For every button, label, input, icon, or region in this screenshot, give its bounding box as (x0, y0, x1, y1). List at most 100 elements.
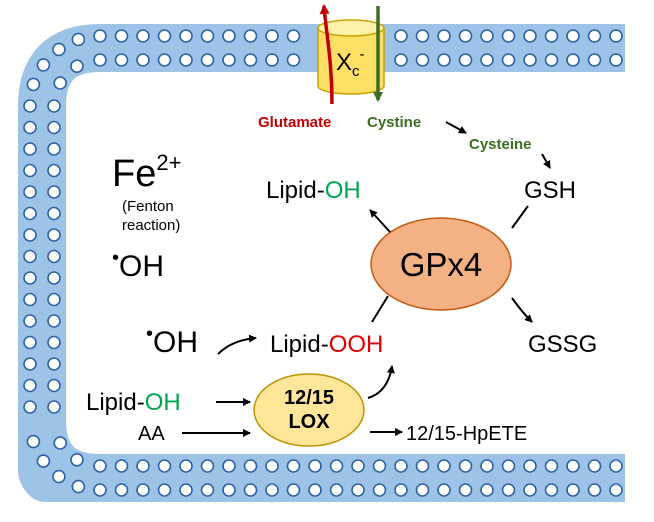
lipid-head-bead (53, 436, 68, 450)
cystine-to-cysteine-arrow (445, 121, 467, 134)
hpete-label: 12/15-HpETE (406, 423, 527, 445)
lipid-head-bead (23, 249, 37, 264)
lipid-head-bead (93, 29, 107, 43)
lipid-head-bead (480, 53, 494, 67)
lipid-head-bead (609, 29, 623, 43)
lipid-head-bead (587, 459, 602, 473)
lipid-head-bead (480, 29, 494, 43)
lox-enzyme (253, 373, 365, 447)
lipid-head-bead (47, 271, 61, 285)
lipid-head-bead (394, 459, 408, 473)
lipid-head-bead (243, 459, 258, 473)
lipid-head-bead (351, 459, 365, 473)
lipid-head-bead (394, 483, 408, 497)
lipid-head-bead (23, 378, 37, 393)
lipid-head-bead (179, 483, 193, 497)
gsh-to-gpx4-line (511, 205, 529, 229)
lipid-head-bead (200, 29, 215, 43)
glutamate-export-arrow (319, 4, 334, 105)
lipid-head-bead (587, 53, 602, 67)
lipid-head-bead (351, 483, 365, 497)
lipid-head-bead (200, 53, 215, 67)
lipid-head-bead (243, 483, 258, 497)
lipid-head-bead (265, 29, 279, 43)
lipid-head-bead (415, 29, 430, 43)
lipid-head-bead (415, 459, 430, 473)
lipid-head-bead (23, 99, 37, 113)
gsh-label: GSH (524, 177, 576, 204)
lipid-head-bead (523, 53, 537, 67)
lipid-head-bead (587, 483, 602, 497)
lipid-head-bead (523, 29, 537, 43)
lipid-head-bead (265, 459, 279, 473)
lipid-head-bead (501, 459, 516, 473)
lipid-head-bead (609, 483, 623, 497)
lipid-head-bead (523, 483, 537, 497)
lipid-head-bead (544, 29, 559, 43)
lipid-head-bead (200, 483, 215, 497)
lipid-head-bead (23, 206, 37, 221)
lipid-head-bead (136, 483, 150, 497)
lipid-head-bead (70, 59, 84, 73)
lipid-head-bead (23, 335, 37, 350)
lipid-head-bead (136, 53, 150, 67)
lipid-head-bead (394, 53, 408, 67)
cystine-label: Cystine (367, 114, 421, 131)
xc-channel-top (317, 19, 385, 37)
gpx4-to-lipid-oh-arrow (369, 209, 391, 233)
lipid-head-bead (286, 29, 301, 43)
lipid-head-bead (437, 483, 451, 497)
lipid-head-bead (437, 29, 451, 43)
lipid-head-bead (458, 483, 473, 497)
lipid-head-bead (372, 459, 387, 473)
lipid-head-bead (47, 314, 61, 328)
gssg-label: GSSG (528, 331, 597, 358)
cysteine-to-gsh-arrow (541, 153, 551, 169)
lipid-head-bead (609, 53, 623, 67)
lipid-head-bead (26, 434, 41, 449)
lipid-head-bead (23, 163, 37, 178)
lipid-head-bead (47, 400, 61, 414)
lipid-head-bead (157, 483, 172, 497)
lipid-head-bead (23, 314, 37, 328)
lipid-head-bead (26, 77, 41, 92)
lipid-head-bead (71, 479, 86, 494)
aa-label: AA (138, 423, 165, 445)
lipid-head-bead (23, 271, 37, 285)
lipid-head-bead (114, 483, 129, 497)
lipid-head-bead (93, 459, 107, 473)
hydroxyl-radical-upper: •OH (112, 247, 164, 283)
lipid-head-bead (52, 469, 66, 484)
lipid-head-bead (23, 120, 37, 135)
lipid-head-bead (222, 53, 236, 67)
lox-label-line1: 12/15 (284, 387, 334, 409)
lipid-head-bead (265, 483, 279, 497)
lipid-head-bead (71, 32, 86, 47)
lipid-head-bead (53, 76, 68, 90)
cell-membrane-corner-bottom (18, 396, 130, 502)
cysteine-label: Cysteine (469, 136, 532, 153)
fenton-reaction-label-1: (Fenton (122, 198, 174, 215)
lipid-head-bead (179, 53, 193, 67)
lipid-head-bead (222, 459, 236, 473)
lipid-head-bead (480, 459, 494, 473)
lipid-head-bead (566, 53, 580, 67)
lipid-head-bead (114, 53, 129, 67)
lipid-head-bead (157, 29, 172, 43)
fenton-reaction-label-2: reaction) (122, 217, 180, 234)
lox-to-lipid-ooh-arrow (367, 365, 395, 399)
lipid-head-bead (23, 357, 37, 371)
lipid-head-bead (587, 29, 602, 43)
lipid-head-bead (47, 163, 61, 178)
lipid-head-bead (47, 142, 61, 156)
lipid-head-bead (222, 483, 236, 497)
lipid-head-bead (23, 292, 37, 307)
lipid-head-bead (47, 292, 61, 307)
lipid-head-bead (243, 53, 258, 67)
lipid-head-bead (609, 459, 623, 473)
lipid-head-bead (23, 142, 37, 156)
lipid-head-bead (480, 483, 494, 497)
lipid-head-bead (329, 483, 344, 497)
lox-label-line2: LOX (288, 411, 330, 433)
lipid-ooh-label: Lipid-OOH (270, 331, 383, 358)
